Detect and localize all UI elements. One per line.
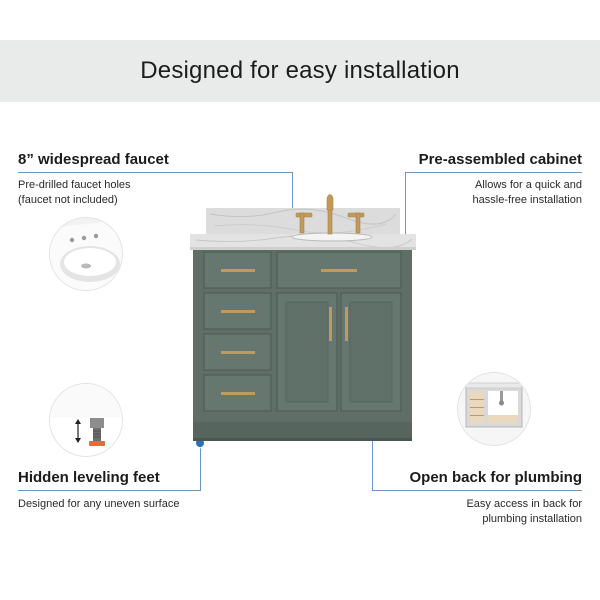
faucet <box>295 194 365 235</box>
feature-feet-desc-line: Designed for any uneven surface <box>18 498 180 510</box>
callout-line <box>405 172 582 173</box>
door-pull <box>345 307 348 341</box>
drawer-pull <box>221 269 255 272</box>
door-pull <box>329 307 332 341</box>
header-banner: Designed for easy installation <box>0 40 600 102</box>
feature-back-desc-line: plumbing installation <box>482 513 582 525</box>
feature-faucet-desc-line: Pre-drilled faucet holes <box>18 179 131 191</box>
drawer-pull <box>221 392 255 395</box>
callout-line <box>18 490 200 491</box>
callout-line <box>18 172 292 173</box>
feature-cabinet-title: Pre-assembled cabinet <box>418 151 582 168</box>
feature-faucet-desc: Pre-drilled faucet holes (faucet not inc… <box>18 178 131 208</box>
feature-cabinet-desc: Allows for a quick and hassle-free insta… <box>473 178 582 208</box>
sink-basin-icon <box>50 218 122 290</box>
page-title: Designed for easy installation <box>140 57 460 84</box>
feature-back-title: Open back for plumbing <box>409 469 582 486</box>
leveling-foot-icon <box>50 384 122 456</box>
feature-feet-desc: Designed for any uneven surface <box>18 497 179 512</box>
feature-faucet-title: 8” widespread faucet <box>18 151 169 168</box>
drawer-pull <box>221 351 255 354</box>
vanity-illustration <box>190 194 416 441</box>
feature-back-desc: Easy access in back for plumbing install… <box>466 497 582 527</box>
drawer-pull <box>221 310 255 313</box>
callout-line <box>200 442 201 491</box>
feature-back-desc-line: Easy access in back for <box>466 498 582 510</box>
feature-feet-title: Hidden leveling feet <box>18 469 160 486</box>
feature-cabinet-desc-line: hassle-free installation <box>472 194 582 206</box>
callout-line <box>372 490 582 491</box>
cabinet-back-icon <box>458 373 530 445</box>
feature-cabinet-desc-line: Allows for a quick and <box>475 179 582 191</box>
drawer-pull <box>321 269 357 272</box>
callout-line <box>405 172 406 264</box>
callout-dot <box>196 439 204 447</box>
callout-line <box>292 172 293 230</box>
feature-faucet-desc-line: (faucet not included) <box>18 194 118 206</box>
